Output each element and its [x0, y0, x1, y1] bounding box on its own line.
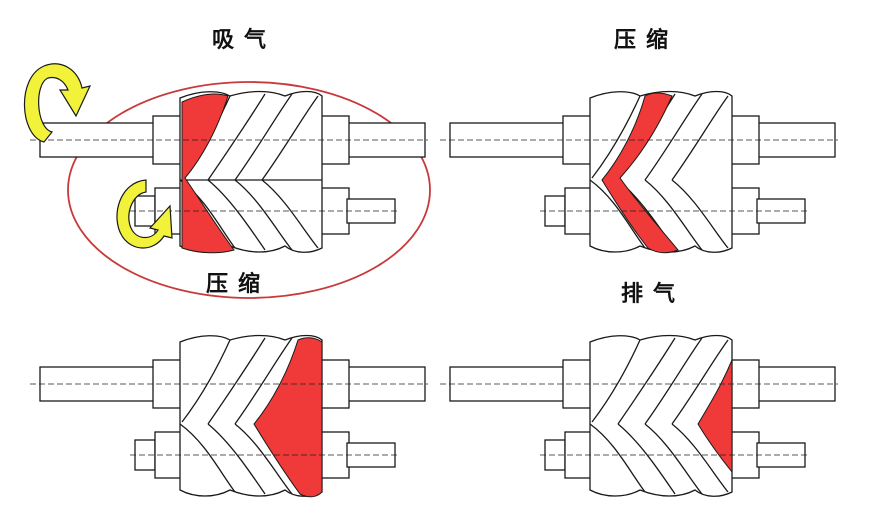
rotor-stage-compression-advanced: [30, 334, 428, 498]
label-compression-top: 压缩: [614, 28, 679, 53]
rotation-arrow-upper-icon: [23, 63, 92, 143]
label-discharge: 排气: [621, 282, 686, 307]
rotor-stage-suction: [30, 90, 428, 254]
gas-pocket: [181, 93, 235, 254]
rotor-body: [589, 334, 733, 497]
gas-pocket: [697, 359, 733, 474]
label-compression-circle: 压缩: [206, 272, 271, 297]
gas-pocket: [253, 337, 323, 498]
label-suction: 吸气: [212, 28, 277, 53]
rotation-arrow-lower-icon: [116, 179, 173, 249]
rotor-stage-discharge: [440, 334, 838, 497]
rotor-stage-compression: [440, 90, 838, 254]
gas-pocket: [601, 92, 679, 254]
